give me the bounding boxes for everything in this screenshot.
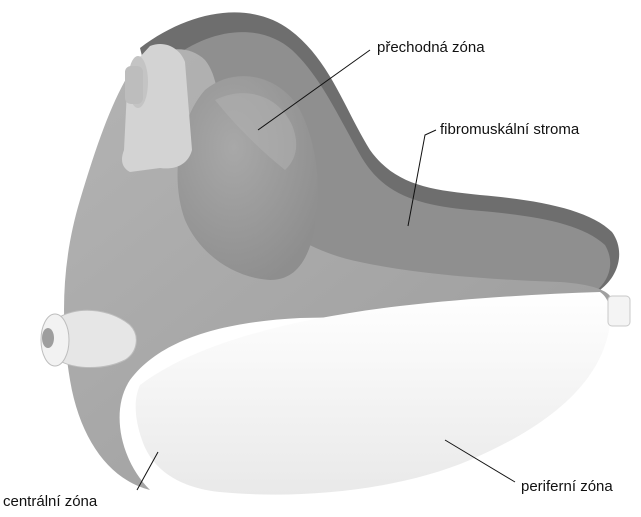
urethra-distal — [41, 310, 136, 367]
leader-central-zone — [137, 452, 158, 490]
urethra-proximal — [122, 44, 192, 172]
label-fibromuscular-stroma: fibromuskální stroma — [440, 121, 580, 138]
ejaculatory-duct-right — [608, 296, 630, 326]
label-central-zone: centrální zóna — [3, 493, 98, 510]
label-peripheral-zone: periferní zóna — [521, 478, 613, 495]
label-transition-zone: přechodná zóna — [377, 39, 485, 56]
